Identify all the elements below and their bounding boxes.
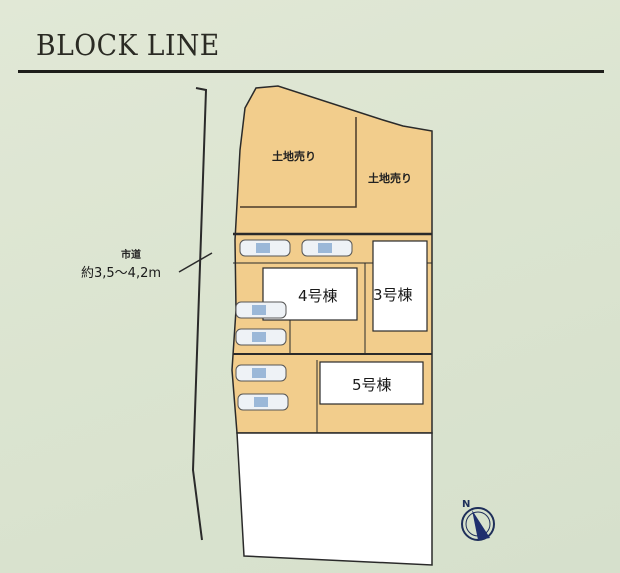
title-divider — [18, 70, 604, 73]
page-title: BLOCK LINE — [36, 28, 220, 62]
road-name: 市道 — [121, 250, 141, 261]
building-4 — [262, 267, 358, 321]
building-5-label: 5号棟 — [352, 376, 392, 394]
building-4-label: 4号棟 — [298, 287, 338, 305]
vacant-area — [236, 432, 433, 566]
compass-label: N — [462, 499, 471, 510]
road-edge-line — [191, 87, 208, 541]
building-5 — [319, 361, 424, 405]
road-width: 約3,5〜4,2m — [81, 266, 162, 281]
road-leader-line — [178, 252, 213, 273]
north-compass-icon — [461, 507, 495, 541]
lot-label-2: 土地売り — [368, 172, 412, 185]
building-3-label: 3号棟 — [373, 286, 413, 304]
lot-label-1: 土地売り — [272, 150, 316, 163]
building-3 — [372, 240, 428, 332]
